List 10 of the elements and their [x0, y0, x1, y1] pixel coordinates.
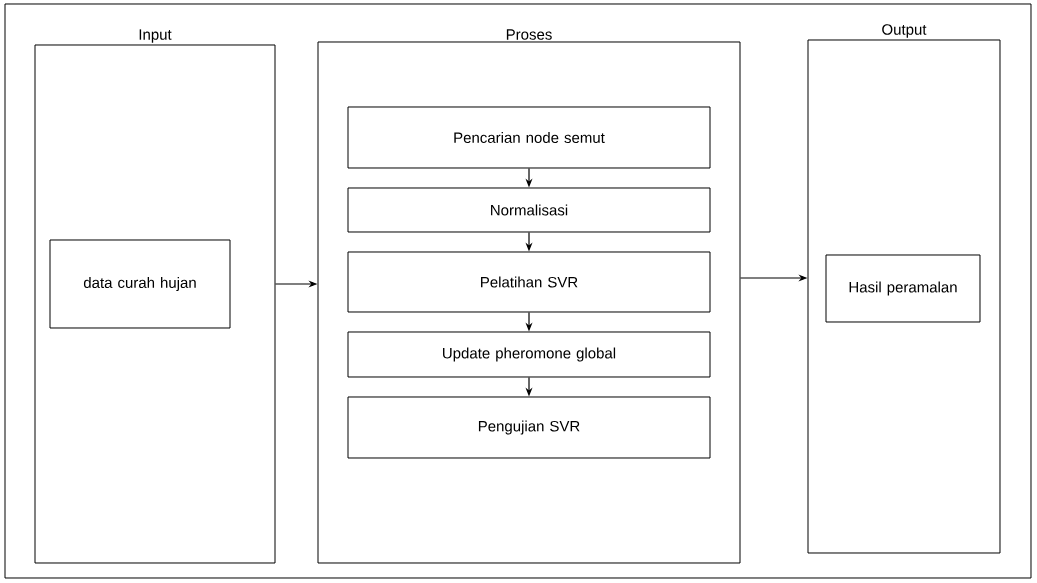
process-box: Update pheromone global — [347, 331, 711, 378]
process-box: Pelatihan SVR — [347, 251, 711, 313]
node-label: Output — [882, 24, 927, 38]
process-box: Pengujian SVR — [347, 396, 711, 459]
process-box: Pencarian node semut — [347, 106, 711, 169]
process-box: data curah hujan — [49, 239, 231, 329]
node-label: Proses — [506, 29, 552, 40]
process-box: Hasil peramalan — [825, 254, 981, 323]
process-box: Normalisasi — [347, 187, 711, 233]
node-label: Input — [139, 29, 172, 43]
